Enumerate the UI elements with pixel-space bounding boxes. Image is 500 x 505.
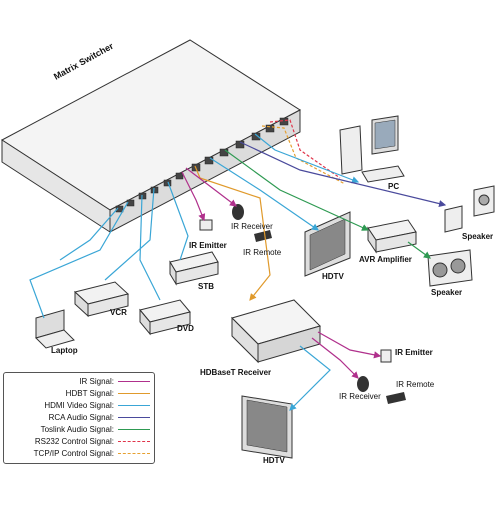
legend-swatch	[118, 381, 150, 382]
legend-row: HDMI Video Signal:	[4, 400, 154, 411]
matrix-switcher	[1, 39, 301, 233]
pc-device	[339, 115, 405, 183]
rs232-cable	[269, 119, 341, 179]
legend-swatch	[118, 453, 150, 454]
legend-swatch	[118, 441, 150, 442]
ir-emitter-top-device	[199, 219, 213, 231]
legend-label: HDBT Signal:	[65, 389, 114, 398]
avr-amplifier-device	[367, 219, 417, 254]
legend-swatch	[118, 405, 150, 406]
legend-label: Toslink Audio Signal:	[40, 425, 114, 434]
legend-swatch	[118, 393, 150, 394]
hdtv-bottom-device	[241, 395, 293, 459]
speaker-bottom-device	[427, 249, 473, 287]
speaker-bottom-label: Speaker	[431, 288, 463, 297]
ir-receiver-top-label: IR Receiver	[231, 222, 273, 231]
speaker-right-device	[444, 185, 495, 233]
ir-receiver-top-device	[232, 204, 244, 220]
ir-receiver-bottom-device	[357, 376, 369, 392]
legend-row: TCP/IP Control Signal:	[4, 448, 154, 459]
stb-device	[169, 251, 219, 286]
hdtv-top-label: HDTV	[322, 272, 344, 281]
legend-label: IR Signal:	[79, 377, 114, 386]
vcr-label: VCR	[110, 308, 127, 317]
dvd-label: DVD	[177, 324, 194, 333]
legend-row: Toslink Audio Signal:	[4, 424, 154, 435]
legend-label: TCP/IP Control Signal:	[33, 449, 114, 458]
signal-legend: IR Signal: HDBT Signal: HDMI Video Signa…	[3, 372, 155, 464]
hdbaset-receiver-label: HDBaseT Receiver	[200, 368, 272, 377]
ir-remote-bottom-label: IR Remote	[396, 380, 435, 389]
ir-remote-top-device	[254, 230, 272, 242]
ir-receiver-bottom-label: IR Receiver	[339, 392, 381, 401]
legend-label: RS232 Control Signal:	[34, 437, 114, 446]
laptop-device	[35, 309, 75, 349]
ir-emitter-right-label: IR Emitter	[395, 348, 433, 357]
cables	[29, 119, 447, 411]
ir-emitter-right-device	[380, 349, 392, 363]
pc-label: PC	[388, 182, 400, 191]
ir-remote-bottom-device	[386, 392, 406, 404]
avr-amplifier-label: AVR Amplifier	[359, 255, 412, 264]
legend-label: RCA Audio Signal:	[48, 413, 114, 422]
stb-label: STB	[198, 282, 214, 291]
legend-row: HDBT Signal:	[4, 388, 154, 399]
vcr-device	[73, 281, 130, 318]
legend-row: RCA Audio Signal:	[4, 412, 154, 423]
legend-row: IR Signal:	[4, 376, 154, 387]
laptop-label: Laptop	[51, 346, 78, 355]
legend-swatch	[118, 417, 150, 418]
legend-row: RS232 Control Signal:	[4, 436, 154, 447]
legend-swatch	[118, 429, 150, 430]
legend-label: HDMI Video Signal:	[44, 401, 114, 410]
tcpip-cable	[261, 125, 346, 185]
hdbaset-receiver-device	[231, 299, 321, 364]
hdtv-bottom-label: HDTV	[263, 456, 285, 465]
hdtv-top-device	[304, 211, 351, 277]
ir-emitter-top-label: IR Emitter	[189, 241, 227, 250]
speaker-right-label: Speaker	[462, 232, 494, 241]
dvd-device	[139, 299, 191, 336]
ir-remote-top-label: IR Remote	[243, 248, 282, 257]
